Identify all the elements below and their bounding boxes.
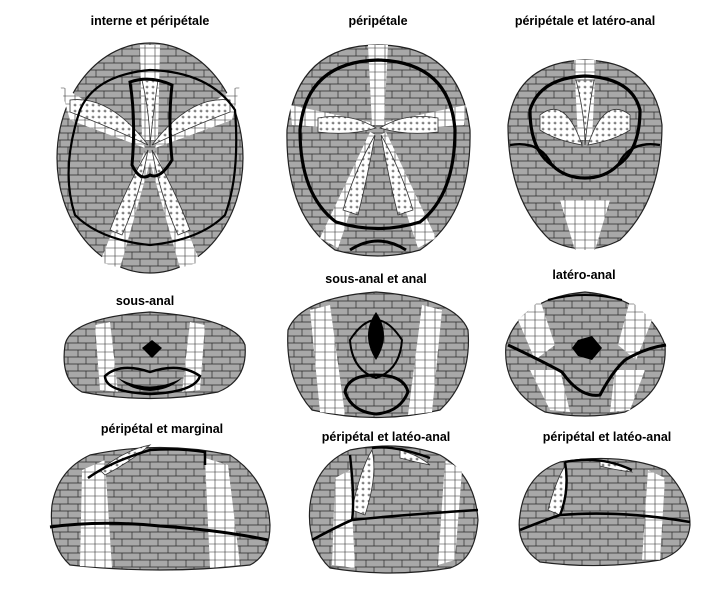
ambulacrum (642, 470, 665, 560)
title-peripetale: péripétale (348, 14, 408, 28)
petal (351, 448, 375, 516)
internal-fasciole (128, 77, 174, 179)
periproct (368, 312, 384, 360)
ambulacrum (332, 470, 355, 568)
ambulacrum (610, 370, 645, 412)
ambulacrum (205, 458, 240, 568)
test-outline (518, 457, 691, 567)
petal (539, 109, 583, 146)
peripetal-fasciole (558, 458, 633, 516)
title-peripetal-et-marginal: péripétal et marginal (100, 422, 224, 436)
petal (317, 115, 377, 134)
petal (141, 79, 159, 146)
ambulacrum (80, 460, 112, 568)
urchin-5-sous-anal-anal (287, 291, 470, 419)
ambulacrum (368, 45, 388, 125)
peripetal-fasciole (298, 58, 457, 231)
peripetal-fasciole (348, 446, 431, 521)
latero-anal-fasciole (509, 143, 661, 166)
title-latero-anal: latéro-anal (552, 268, 616, 282)
petal (99, 444, 152, 476)
title-sous-anal: sous-anal (115, 294, 175, 308)
petal (380, 134, 414, 216)
title-peripetal-et-lateo-anal-1: péripétal et latéo-anal (321, 430, 451, 444)
ambulacrum (310, 305, 345, 415)
ambulacrum (408, 305, 442, 415)
title-peripetal-et-lateo-anal-2: péripétal et latéo-anal (542, 430, 672, 444)
title-interne-et-peripetale: interne et péripétale (90, 14, 210, 28)
ambulacrum (618, 300, 652, 360)
peripetal-fasciole (87, 448, 207, 480)
periproct (572, 336, 602, 360)
latero-anal-fasciole (311, 508, 479, 542)
subanal-fill (118, 378, 182, 391)
petal (399, 449, 431, 466)
subanal-fasciole (103, 366, 202, 396)
petal (587, 109, 631, 146)
urchin-2-peripetale (286, 44, 471, 257)
ambulacrum (560, 200, 610, 250)
subanal-fasciole (349, 239, 407, 252)
petal (342, 134, 376, 216)
latero-anal-fasciole (519, 512, 691, 532)
ambulacrum (95, 322, 118, 392)
top-fasciole (547, 294, 623, 301)
petal (109, 149, 149, 236)
marginal-fasciole (49, 521, 269, 542)
urchin-4-sous-anal (63, 311, 246, 400)
title-peripetale-et-latero-anal: péripétale et latéro-anal (514, 14, 656, 28)
urchin-7-peripetal-marginal (49, 444, 271, 571)
latero-anal-fasciole (507, 343, 667, 397)
urchin-3-peripetale-latero-anal (507, 59, 663, 250)
urchin-8-peripetal-lateo-anal (308, 445, 479, 574)
ambulacrum (518, 300, 555, 360)
urchin-6-latero-anal (505, 291, 667, 417)
subanal-fasciole (343, 373, 410, 416)
title-sous-anal-et-anal: sous-anal et anal (325, 272, 427, 286)
peripetal-fasciole (67, 68, 238, 247)
urchin-9-peripetal-lateo-anal (518, 457, 691, 567)
petal (379, 115, 439, 134)
petal (575, 79, 595, 146)
ambulacrum (530, 370, 570, 412)
urchin-1-interne-peripetale (56, 42, 244, 274)
petal (69, 99, 149, 146)
periproct (142, 340, 162, 358)
test-outline (286, 44, 471, 257)
